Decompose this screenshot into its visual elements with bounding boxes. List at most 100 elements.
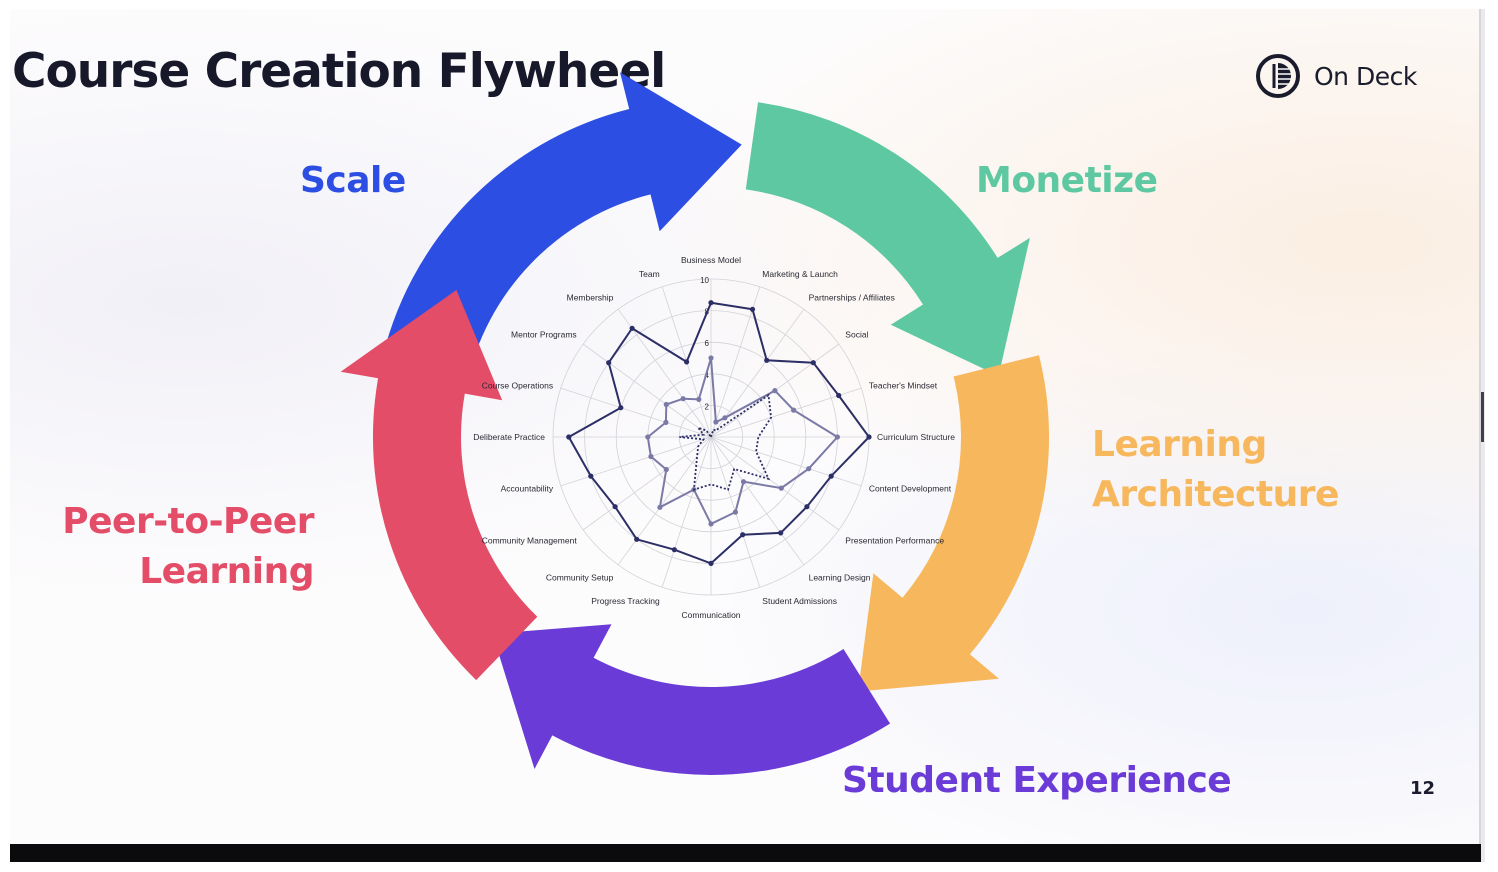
radar-axis-label: Team (639, 269, 660, 279)
arrow-student-experience (492, 624, 891, 775)
radar-data-point (606, 360, 612, 366)
radar-axis-label: Student Admissions (762, 596, 837, 606)
stage-label-line: Scale (300, 160, 406, 201)
radar-axis-label: Curriculum Structure (877, 432, 955, 442)
radar-axis-label: Accountability (501, 483, 554, 493)
radar-data-point (740, 532, 746, 538)
radar-axis-label: Partnerships / Affiliates (809, 293, 895, 303)
radar-data-point (778, 530, 784, 536)
radar-axis-label: Community Setup (546, 572, 614, 582)
stage-label-line: Peer-to-Peer (62, 501, 314, 542)
radar-data-point (740, 479, 747, 485)
video-bottom-bar (10, 844, 1481, 862)
radar-data-point (708, 521, 714, 527)
radar-gridline-spoke (560, 387, 712, 438)
brand-logo: On Deck (1254, 52, 1417, 100)
slide-title: Course Creation Flywheel (12, 44, 666, 99)
radar-data-point (680, 396, 686, 402)
radar-gridline-spoke (560, 436, 712, 487)
radar-gridline-spoke (582, 343, 712, 438)
radar-axis-label: Membership (567, 293, 614, 303)
radar-data-point (684, 359, 690, 365)
radar-tick-label: 2 (705, 402, 710, 411)
radar-tick-label: 10 (700, 276, 709, 285)
stage-label-monetize: Monetize (976, 156, 1158, 206)
radar-data-point (732, 509, 739, 515)
radar-data-point (778, 485, 784, 491)
radar-data-point (566, 434, 572, 440)
stage-label-line: Monetize (976, 160, 1158, 201)
radar-data-point (671, 547, 678, 553)
radar-data-point (663, 401, 669, 408)
radar-axis-label: Teacher's Mindset (869, 381, 938, 391)
radar-tick-label: 6 (705, 339, 710, 348)
radar-data-point (612, 504, 618, 510)
radar-axis-label: Social (845, 329, 868, 339)
arrow-scale (380, 72, 742, 385)
on-deck-logo-icon (1256, 54, 1300, 98)
stage-label-line: Architecture (1092, 474, 1339, 515)
radar-data-point (804, 504, 810, 510)
radar-data-point (810, 360, 816, 366)
radar-series-line (679, 393, 773, 491)
radar-axis-label: Presentation Performance (845, 536, 944, 546)
radar-gridline-spoke (582, 436, 712, 531)
radar-data-point (634, 536, 640, 542)
radar-gridline-spoke (617, 308, 712, 438)
stage-label-student-experience: Student Experience (842, 756, 1232, 806)
radar-axis-label: Content Development (869, 483, 952, 493)
radar-data-point (618, 405, 624, 411)
stage-label-peer-to-peer: Peer-to-Peer Learning (60, 497, 314, 597)
radar-data-point (708, 560, 714, 567)
radar-axis-label: Progress Tracking (591, 596, 660, 606)
brand-name: On Deck (1314, 61, 1417, 91)
radar-gridline-spoke (710, 436, 805, 566)
radar-data-point (828, 473, 834, 479)
radar-data-point (663, 419, 669, 425)
radar-data-point (645, 434, 651, 440)
radar-data-point (713, 419, 719, 425)
radar-data-point (834, 434, 841, 440)
radar-gridline-spoke (617, 436, 712, 566)
radar-axis-label: Community Management (482, 536, 578, 546)
radar-axis-label: Business Model (681, 255, 741, 265)
radar-axis-label: Communication (681, 610, 740, 620)
arrow-monetize (745, 102, 1030, 376)
stage-label-line: Student Experience (842, 760, 1232, 801)
radar-data-point (722, 415, 728, 421)
radar-axis-label: Deliberate Practice (473, 432, 545, 442)
radar-data-point (806, 466, 812, 472)
radar-data-point (749, 306, 756, 312)
radar-data-point (791, 407, 797, 413)
radar-axis-label: Course Operations (482, 381, 553, 391)
radar-gridline-spoke (710, 286, 761, 438)
scroll-handle[interactable] (1481, 392, 1484, 442)
radar-data-point (657, 504, 663, 510)
radar-tick-label: 4 (705, 371, 710, 380)
radar-data-point (772, 388, 778, 394)
radar-axis-label: Learning Design (809, 572, 871, 582)
radar-gridline-spoke (661, 436, 712, 588)
radar-data-point (764, 357, 770, 363)
radar-axis-label: Marketing & Launch (762, 269, 838, 279)
radar-data-point (708, 355, 714, 361)
radar-data-point (648, 453, 654, 460)
radar-data-point (588, 473, 594, 479)
radar-data-point (866, 434, 872, 440)
arrow-learning-architecture (858, 355, 1050, 692)
radar-data-point (696, 396, 702, 402)
radar-data-point (708, 300, 714, 306)
radar-gridline-spoke (710, 387, 862, 438)
flywheel-arrows (340, 72, 1050, 775)
stage-label-line: Learning (1092, 424, 1267, 465)
stage-label-scale: Scale (300, 156, 406, 206)
page-number: 12 (1410, 778, 1436, 799)
radar-gridline-spoke (710, 308, 805, 438)
stage-label-line: Learning (139, 551, 314, 592)
radar-series-line (567, 301, 871, 565)
radar-gridline-spoke (710, 436, 862, 487)
stage-label-learning-architecture: Learning Architecture (1092, 420, 1339, 520)
radar-data-point (629, 325, 635, 331)
radar-axis-label: Mentor Programs (511, 329, 577, 339)
